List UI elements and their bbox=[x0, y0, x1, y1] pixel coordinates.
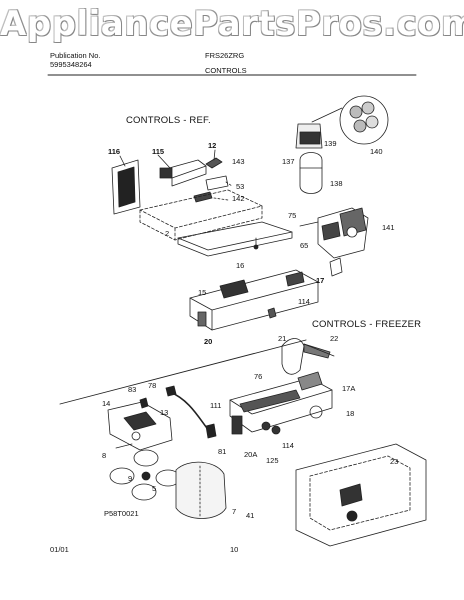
callout-83: 83 bbox=[128, 385, 137, 394]
callout-111: 111 bbox=[210, 401, 222, 410]
part-141-control-assembly bbox=[299, 207, 369, 277]
callout-20: 20 bbox=[204, 337, 213, 346]
callout-78: 78 bbox=[148, 381, 157, 390]
ref-control-housing bbox=[139, 189, 263, 241]
callout-14: 14 bbox=[102, 399, 111, 408]
part-17a-freezer-control bbox=[229, 371, 333, 435]
callout-53: 53 bbox=[236, 182, 245, 191]
callout-13: 13 bbox=[160, 408, 169, 417]
callout-23: 23 bbox=[390, 457, 399, 466]
publication-label: Publication No. bbox=[50, 51, 101, 60]
callout-12: 12 bbox=[208, 141, 217, 150]
callout-116: 116 bbox=[108, 147, 121, 156]
part-21-damper-motor bbox=[281, 338, 335, 375]
footer-date: 01/01 bbox=[50, 545, 69, 554]
part-142-thermostat-bulb bbox=[193, 175, 233, 203]
callout-114-freezer: 114 bbox=[282, 441, 294, 450]
part-140-detail-circle bbox=[311, 95, 389, 145]
part-16-bracket bbox=[177, 221, 293, 257]
callout-21: 21 bbox=[278, 334, 287, 343]
callout-138: 138 bbox=[330, 179, 343, 188]
part-115-lamp-socket bbox=[157, 149, 223, 187]
callout-18: 18 bbox=[346, 409, 355, 418]
callout-2: 2 bbox=[165, 229, 170, 238]
callout-137: 137 bbox=[282, 157, 295, 166]
callout-81: 81 bbox=[218, 447, 227, 456]
part-17-ref-control bbox=[189, 269, 319, 331]
callout-75: 75 bbox=[288, 211, 297, 220]
callout-17: 17 bbox=[316, 276, 325, 285]
drawing-id: P58T0021 bbox=[104, 509, 139, 518]
callout-143: 143 bbox=[232, 157, 245, 166]
part-23-evaporator-cover bbox=[295, 443, 427, 547]
callout-15: 15 bbox=[198, 288, 207, 297]
callout-141: 141 bbox=[382, 223, 395, 232]
callout-17a: 17A bbox=[342, 384, 356, 393]
callout-114-ref: 114 bbox=[298, 297, 310, 306]
publication-number: 5995348264 bbox=[50, 60, 92, 69]
part-116-control-plate bbox=[111, 155, 141, 215]
callout-139: 139 bbox=[324, 139, 337, 148]
callout-142: 142 bbox=[232, 194, 245, 203]
callout-20a: 20A bbox=[244, 450, 258, 459]
callout-7: 7 bbox=[232, 507, 237, 516]
part-138-damper bbox=[295, 123, 323, 194]
callout-115: 115 bbox=[152, 147, 165, 156]
freezer-section-title: CONTROLS - FREEZER bbox=[312, 319, 422, 330]
model-number: FRS26ZRG bbox=[205, 51, 245, 60]
part-111-wire-harness bbox=[165, 385, 217, 439]
callout-8: 8 bbox=[102, 451, 107, 460]
callout-140: 140 bbox=[370, 147, 383, 156]
watermark: AppliancePartsPros.com bbox=[0, 4, 464, 44]
callout-22: 22 bbox=[330, 334, 339, 343]
callout-65: 65 bbox=[300, 241, 309, 250]
section-heading: CONTROLS bbox=[205, 66, 247, 75]
callout-76: 76 bbox=[254, 372, 263, 381]
callout-41: 41 bbox=[246, 511, 255, 520]
ref-section-title: CONTROLS - REF. bbox=[126, 115, 211, 126]
callout-5: 5 bbox=[152, 484, 157, 493]
part-83-mounting-bracket bbox=[107, 397, 173, 451]
callout-9: 9 bbox=[128, 474, 133, 483]
callout-16: 16 bbox=[236, 261, 245, 270]
callout-125: 125 bbox=[266, 456, 279, 465]
part-81-fan-motor bbox=[175, 461, 227, 519]
footer-page-number: 10 bbox=[230, 545, 239, 554]
part-9-fan-blade bbox=[109, 449, 181, 501]
